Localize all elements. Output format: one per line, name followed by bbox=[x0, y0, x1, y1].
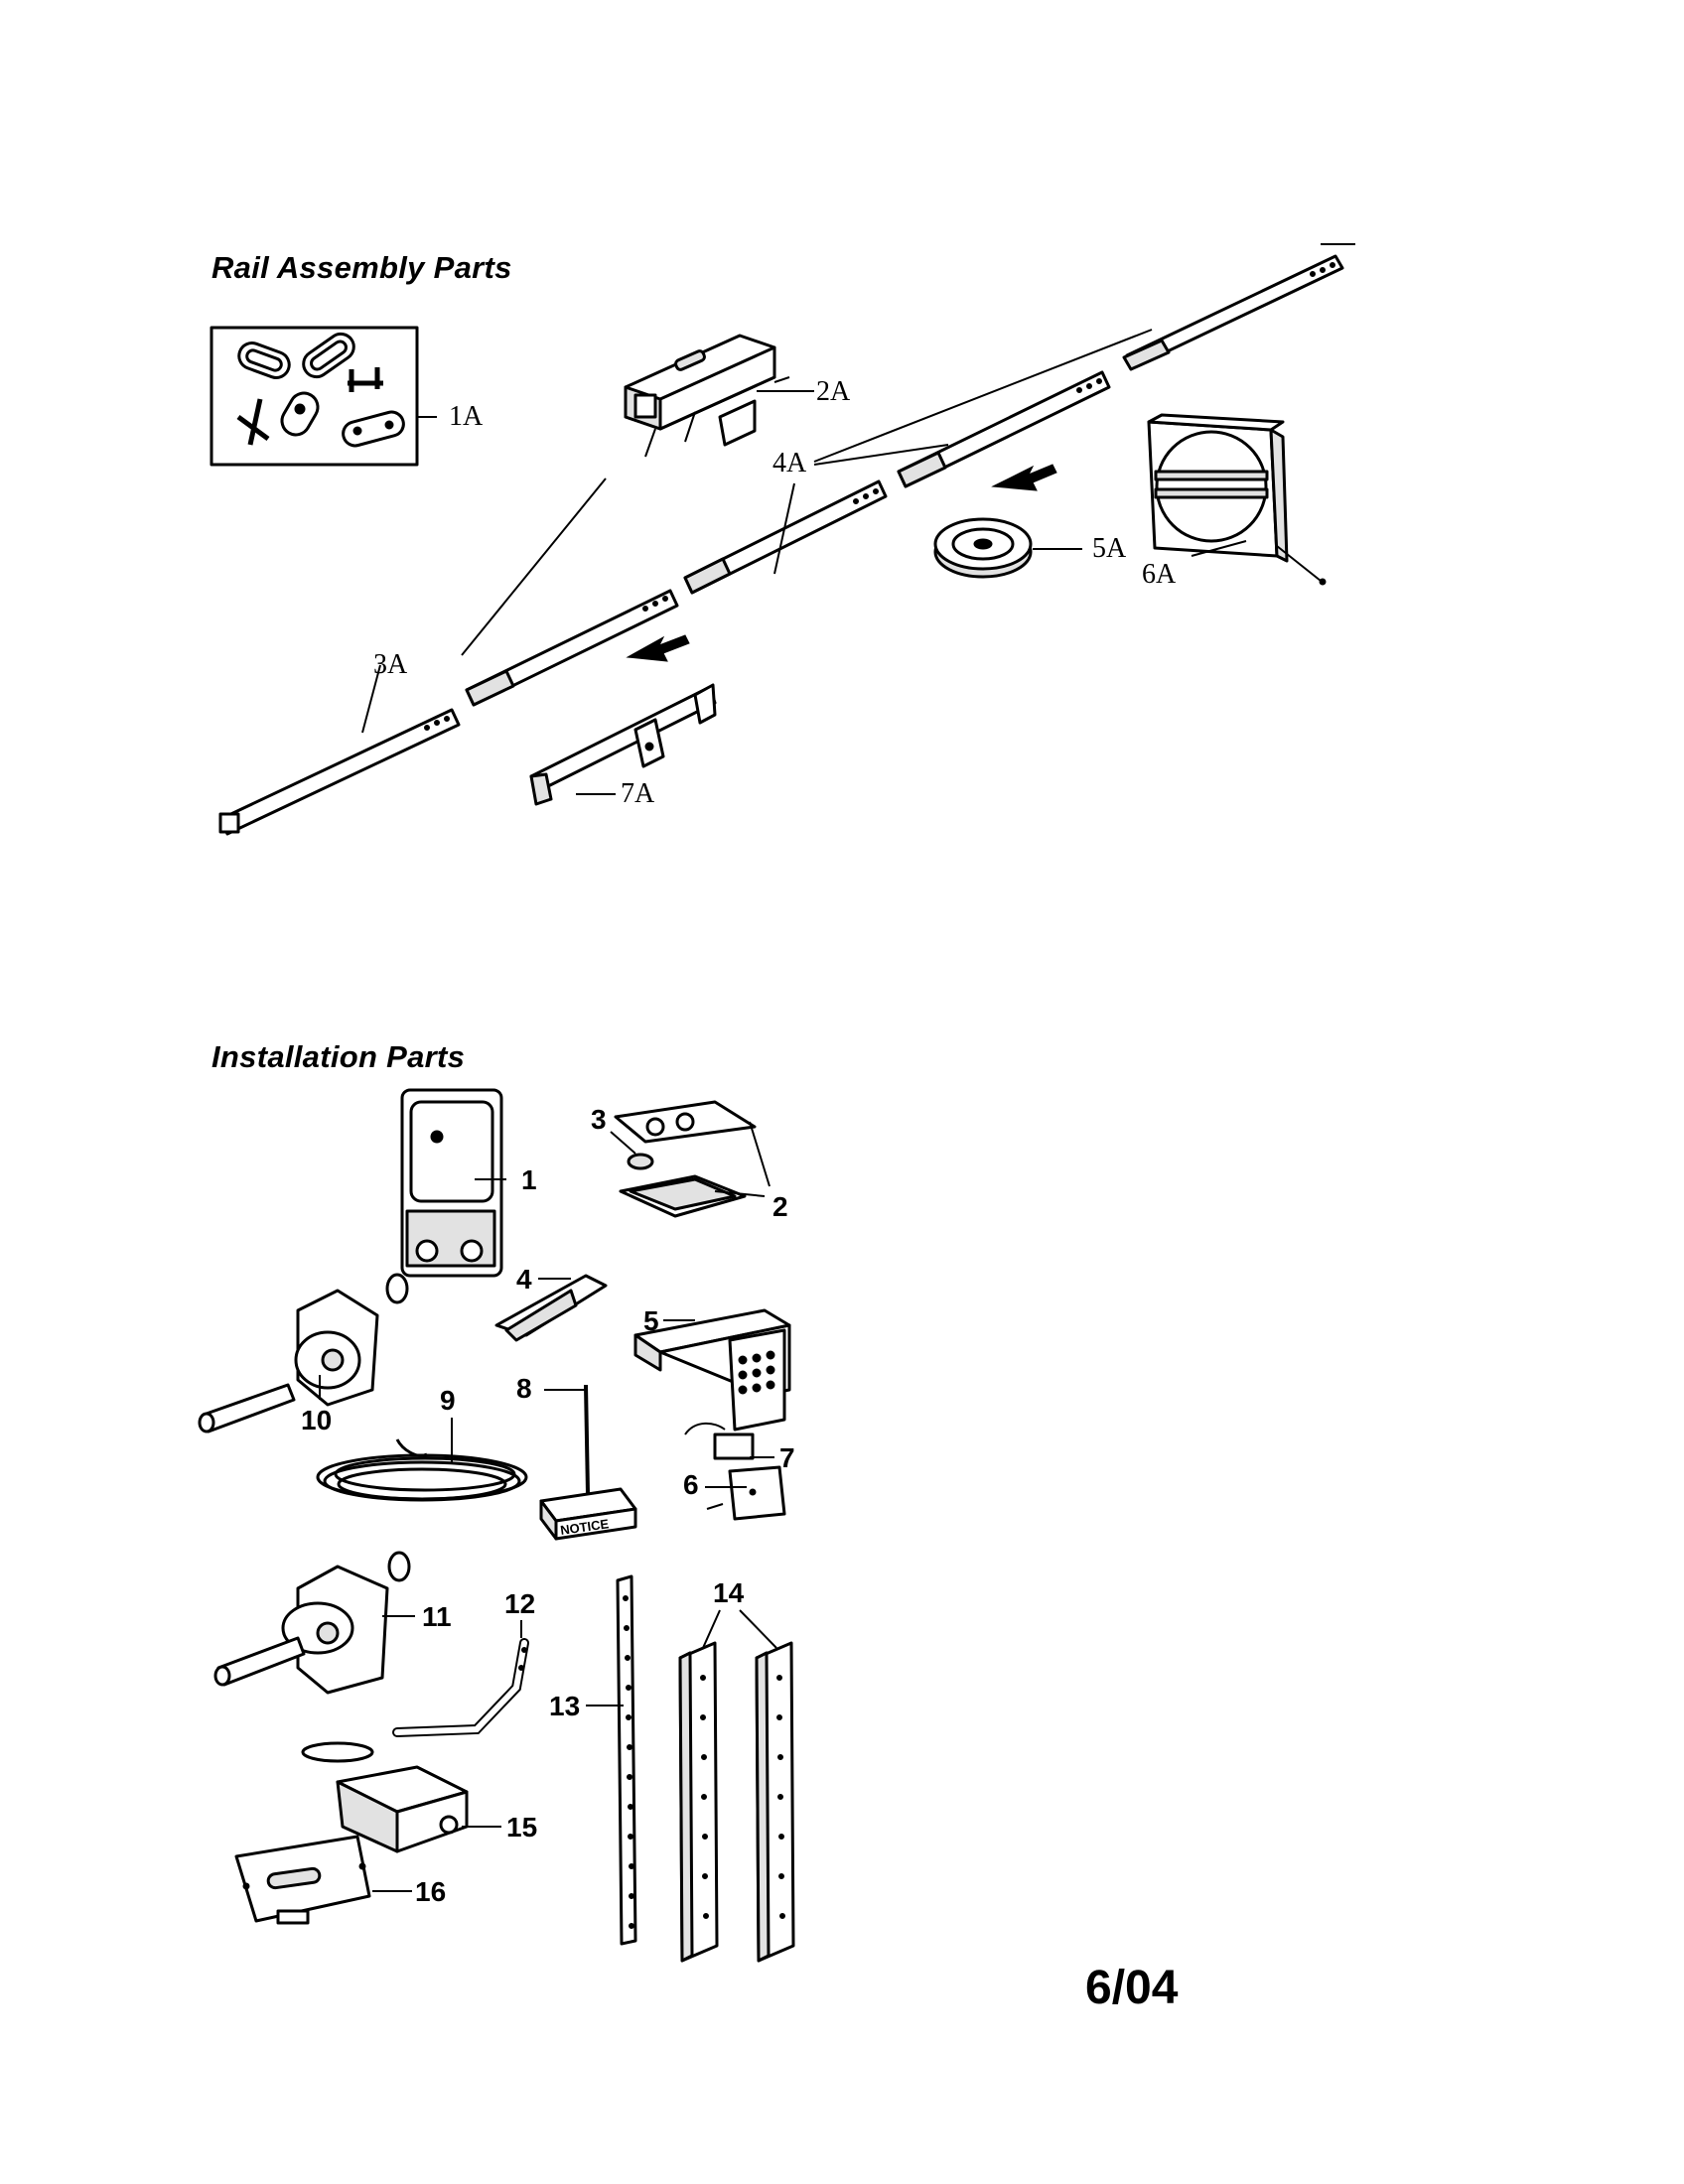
label-16: 16 bbox=[415, 1876, 446, 1907]
label-9: 9 bbox=[440, 1385, 456, 1416]
part-9-wire-coil bbox=[316, 1438, 528, 1502]
part-7a-bracket bbox=[529, 683, 717, 806]
label-4a: 4A bbox=[772, 448, 807, 478]
part-14-angle-irons bbox=[678, 1641, 795, 1963]
label-7: 7 bbox=[779, 1442, 795, 1473]
label-3a: 3A bbox=[373, 649, 408, 680]
part-5a-pulley bbox=[933, 517, 1033, 579]
part-16-mounting-bracket bbox=[234, 1835, 371, 1925]
label-5: 5 bbox=[643, 1305, 659, 1336]
part-2-remote-cover bbox=[614, 1100, 757, 1218]
part-2a-trolley bbox=[624, 334, 790, 458]
part-6a-cover bbox=[1147, 413, 1327, 586]
label-7a: 7A bbox=[621, 778, 655, 809]
label-5a: 5A bbox=[1092, 533, 1127, 564]
label-3: 3 bbox=[591, 1104, 607, 1135]
part-5-keypad bbox=[633, 1308, 791, 1432]
part-1-door-control bbox=[400, 1088, 503, 1278]
direction-arrow-lower bbox=[626, 634, 690, 662]
date-code: 6/04 bbox=[1085, 1962, 1179, 2014]
label-12: 12 bbox=[504, 1588, 535, 1619]
part-10-sensor bbox=[198, 1273, 409, 1433]
label-2a: 2A bbox=[816, 376, 851, 407]
label-1: 1 bbox=[521, 1164, 537, 1195]
part-13-perforated-strap bbox=[616, 1574, 637, 1946]
part-4-bracket bbox=[494, 1274, 608, 1342]
label-8: 8 bbox=[516, 1373, 532, 1404]
label-4: 4 bbox=[516, 1264, 532, 1295]
part-15-sensor-module bbox=[301, 1741, 469, 1853]
label-1a: 1A bbox=[449, 401, 484, 432]
part-11-sensor bbox=[213, 1551, 411, 1695]
notice-label: NOTICE bbox=[559, 1516, 610, 1538]
label-10: 10 bbox=[301, 1405, 332, 1435]
part-6-plate bbox=[706, 1465, 786, 1521]
installation-parts-heading: Installation Parts bbox=[211, 1039, 466, 1074]
rail-sections bbox=[218, 254, 1344, 836]
direction-arrow-upper bbox=[991, 464, 1057, 491]
label-11: 11 bbox=[422, 1601, 452, 1632]
part-8-notice-sign: NOTICE bbox=[539, 1384, 637, 1541]
label-6: 6 bbox=[683, 1469, 699, 1500]
part-12-bent-strap bbox=[392, 1638, 529, 1737]
part-7-connector bbox=[684, 1422, 755, 1460]
label-6a: 6A bbox=[1142, 559, 1177, 590]
part-1a-hardware-kit bbox=[210, 326, 419, 467]
label-2: 2 bbox=[772, 1191, 788, 1222]
label-13: 13 bbox=[549, 1691, 580, 1721]
label-14: 14 bbox=[713, 1577, 745, 1608]
part-3-battery bbox=[627, 1153, 654, 1170]
label-15: 15 bbox=[506, 1812, 537, 1843]
rail-assembly-heading: Rail Assembly Parts bbox=[211, 250, 512, 285]
